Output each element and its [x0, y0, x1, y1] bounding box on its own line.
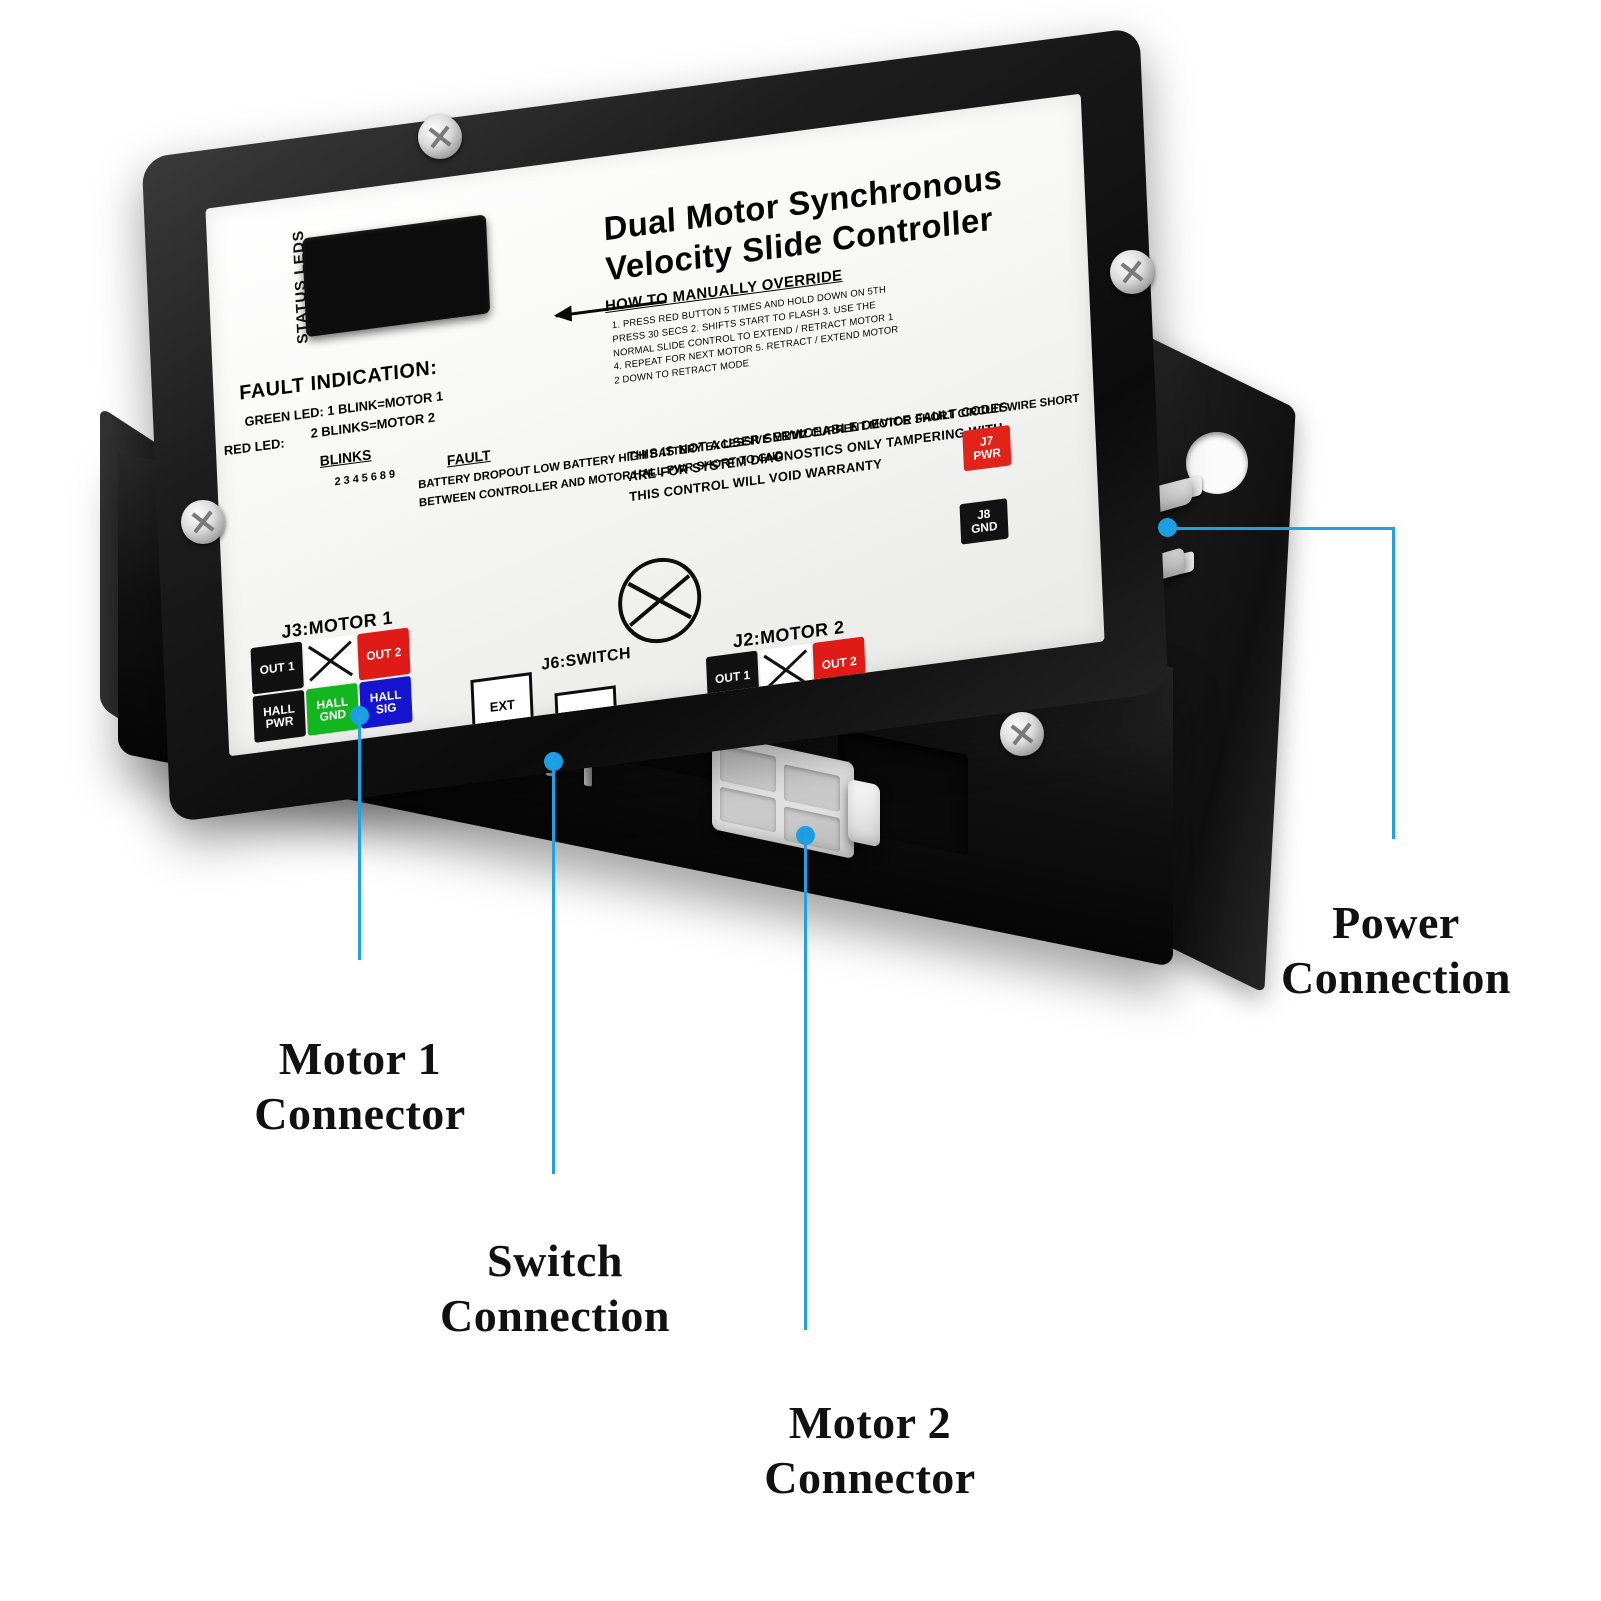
callout-power-line1: Power: [1332, 897, 1460, 949]
product-title: Dual Motor Synchronous Velocity Slide Co…: [603, 157, 1005, 289]
callout-motor2: Motor 2 Connector: [670, 1342, 1070, 1559]
callout-motor1: Motor 1 Connector: [160, 978, 560, 1195]
screw-bottom-left: [181, 500, 225, 544]
callout-power: Power Connection: [1196, 842, 1596, 1059]
callout-switch: Switch Connection: [360, 1180, 750, 1397]
j6-ext-box[interactable]: EXT: [470, 672, 535, 739]
motor2-leader-line: [804, 836, 807, 1330]
blinks-column-heading: BLINKS: [319, 446, 372, 470]
callout-motor2-line1: Motor 2: [788, 1397, 952, 1449]
callout-motor1-line1: Motor 1: [278, 1033, 442, 1085]
motor1-callout-dot: [350, 706, 369, 725]
status-led-window: [302, 214, 491, 338]
j6-title: J6:SWITCH: [540, 644, 632, 674]
molex-cell: [720, 744, 776, 793]
j7-line2: PWR: [972, 445, 1002, 464]
j6-ret-box[interactable]: RET: [554, 685, 619, 752]
molex-cell: [720, 786, 776, 833]
callout-switch-line2: Connection: [440, 1289, 670, 1341]
j2-pin-hall-pwr[interactable]: HALL PWR: [707, 698, 762, 752]
j8-line2: GND: [970, 518, 998, 537]
printed-label: STATUS LEDS Dual Motor Synchronous Veloc…: [205, 93, 1105, 757]
crossed-circle-icon: [616, 552, 704, 649]
j2-pin-hall-sig[interactable]: HALL SIG: [814, 684, 869, 738]
j3-pin-out2[interactable]: OUT 2: [357, 627, 411, 681]
j8-ground-badge[interactable]: J8 GND: [959, 498, 1009, 545]
blink-numbers: 2 3 4 5 6 8 9: [334, 468, 396, 489]
fault-column-heading: FAULT: [446, 446, 491, 469]
j3-pin-hall-pwr[interactable]: HALL PWR: [252, 689, 306, 743]
motor2-connector-latch: [848, 778, 880, 848]
screw-top-left: [418, 115, 462, 159]
callout-switch-line1: Switch: [487, 1235, 623, 1287]
callout-motor1-line2: Connector: [254, 1087, 466, 1139]
screw-top-right: [1110, 250, 1154, 294]
motor2-callout-dot: [796, 826, 815, 845]
molex-cell: [784, 764, 840, 813]
callout-motor2-line2: Connector: [764, 1451, 976, 1503]
j2-pin-hall-gnd[interactable]: HALL GND: [761, 691, 815, 745]
screw-bottom-right: [1000, 712, 1044, 756]
faceplate-bezel: STATUS LEDS Dual Motor Synchronous Veloc…: [141, 27, 1169, 823]
j2-pin-out1[interactable]: OUT 1: [705, 650, 760, 704]
j3-pinmap[interactable]: OUT 1 OUT 2 HALL PWR HALL GND HALL SIG: [250, 627, 413, 743]
switch-leader-line: [552, 762, 555, 1174]
j2-pin-blank: [759, 643, 813, 697]
motor1-leader-line: [358, 716, 361, 960]
switch-callout-dot: [544, 752, 563, 771]
j7-power-badge[interactable]: J7 PWR: [962, 424, 1012, 472]
j2-pin-out2[interactable]: OUT 2: [812, 636, 866, 690]
j3-pin-blank: [303, 634, 358, 688]
power-leader-horizontal: [1167, 527, 1395, 530]
callout-power-line2: Connection: [1281, 951, 1511, 1003]
j3-pin-out1[interactable]: OUT 1: [250, 641, 304, 695]
power-leader-vertical: [1392, 527, 1395, 839]
red-led-label: RED LED:: [223, 435, 285, 459]
